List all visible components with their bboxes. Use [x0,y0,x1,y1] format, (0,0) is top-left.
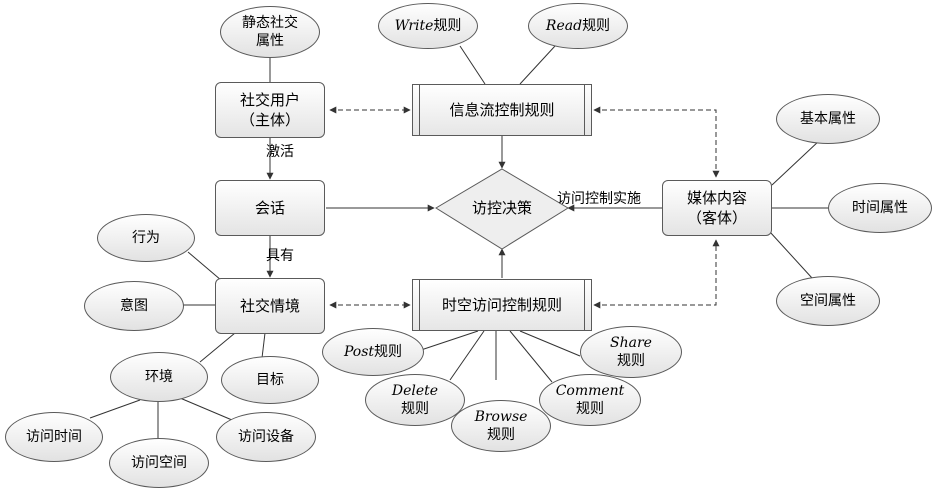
read-rule-label: Read规则 [546,17,610,35]
link-env-time [89,399,141,419]
access-space-node: 访问空间 [109,438,209,488]
spatiotemporal-rules-node: 时空访问控制规则 [412,279,592,331]
info-flow-rules-label: 信息流控制规则 [449,101,555,119]
session-label: 会话 [254,199,285,217]
access-time-node: 访问时间 [5,412,103,462]
delete-rule-suffix: 规则 [401,401,429,417]
social-context-label: 社交情境 [239,297,300,315]
static-social-attr-label: 静态社交 属性 [242,15,298,49]
environment-node: 环境 [110,352,208,402]
session-node: 会话 [215,180,325,236]
access-time-label: 访问时间 [26,429,82,445]
info-flow-rules-node: 信息流控制规则 [412,84,592,136]
link-st-delete [449,330,485,381]
media-content-node: 媒体内容 （客体） [662,180,772,236]
post-rule-node: Post规则 [322,328,424,376]
space-attr-label: 空间属性 [800,293,856,309]
post-rule-prefix: Post [343,344,375,360]
access-space-label: 访问空间 [131,455,187,471]
social-user-label: 社交用户 （主体） [239,91,300,129]
post-rule-suffix: 规则 [374,344,403,360]
basic-attr-node: 基本属性 [776,94,880,144]
link-env-context [199,332,236,363]
read-rule-suffix: 规则 [582,18,611,34]
spatiotemporal-rules-label: 时空访问控制规则 [441,296,562,314]
read-rule-prefix: Read [545,18,583,34]
access-device-label: 访问设备 [238,429,294,445]
dashed-infoflow-media [593,106,720,178]
behavior-node: 行为 [97,214,195,262]
intent-label: 意图 [120,298,148,314]
time-attr-node: 时间属性 [828,183,932,233]
access-device-node: 访问设备 [216,412,316,462]
dashed-st-media [593,239,720,309]
browse-rule-prefix: Browse [474,409,528,425]
link-media-space [769,231,813,279]
link-st-share [519,330,581,357]
write-rule-prefix: Write [394,18,434,34]
link-st-post [420,330,479,351]
social-context-node: 社交情境 [215,278,325,334]
share-rule-node: Share 规则 [580,326,682,378]
comment-rule-suffix: 规则 [576,401,604,417]
social-user-node: 社交用户 （主体） [215,82,325,138]
basic-attr-label: 基本属性 [800,111,856,127]
edge-label-has: 具有 [266,248,294,264]
environment-label: 环境 [145,369,173,385]
write-rule-node: Write规则 [378,3,478,49]
link-st-comment [509,330,553,383]
static-social-attr-node: 静态社交 属性 [220,6,320,58]
edge-label-activate: 激活 [266,144,294,160]
comment-rule-prefix: Comment [555,383,625,399]
browse-rule-node: Browse 规则 [451,400,551,452]
share-rule-suffix: 规则 [617,353,645,369]
read-rule-node: Read规则 [528,3,628,49]
behavior-label: 行为 [132,230,160,246]
link-write-infoflow [459,45,486,85]
time-attr-label: 时间属性 [852,200,908,216]
comment-rule-node: Comment 规则 [539,374,641,426]
delete-rule-prefix: Delete [391,383,439,399]
link-read-infoflow [519,45,556,85]
link-goal-context [261,332,266,359]
edge-label-enforce: 访问控制实施 [557,191,641,207]
browse-rule-suffix: 规则 [487,427,515,443]
goal-node: 目标 [221,356,319,404]
access-decision-label: 访控决策 [471,199,532,217]
goal-label: 目标 [256,372,284,388]
media-content-label: 媒体内容 （客体） [686,189,747,227]
space-attr-node: 空间属性 [776,276,880,326]
share-rule-prefix: Share [610,335,652,351]
link-env-device [179,397,233,421]
access-decision-node: 访控决策 [460,196,544,220]
link-media-basic [771,139,821,186]
delete-rule-node: Delete 规则 [365,374,465,426]
write-rule-suffix: 规则 [433,18,462,34]
write-rule-label: Write规则 [395,17,462,35]
access-decision-diamond [435,168,569,250]
intent-node: 意图 [84,281,184,331]
post-rule-label: Post规则 [344,343,402,361]
